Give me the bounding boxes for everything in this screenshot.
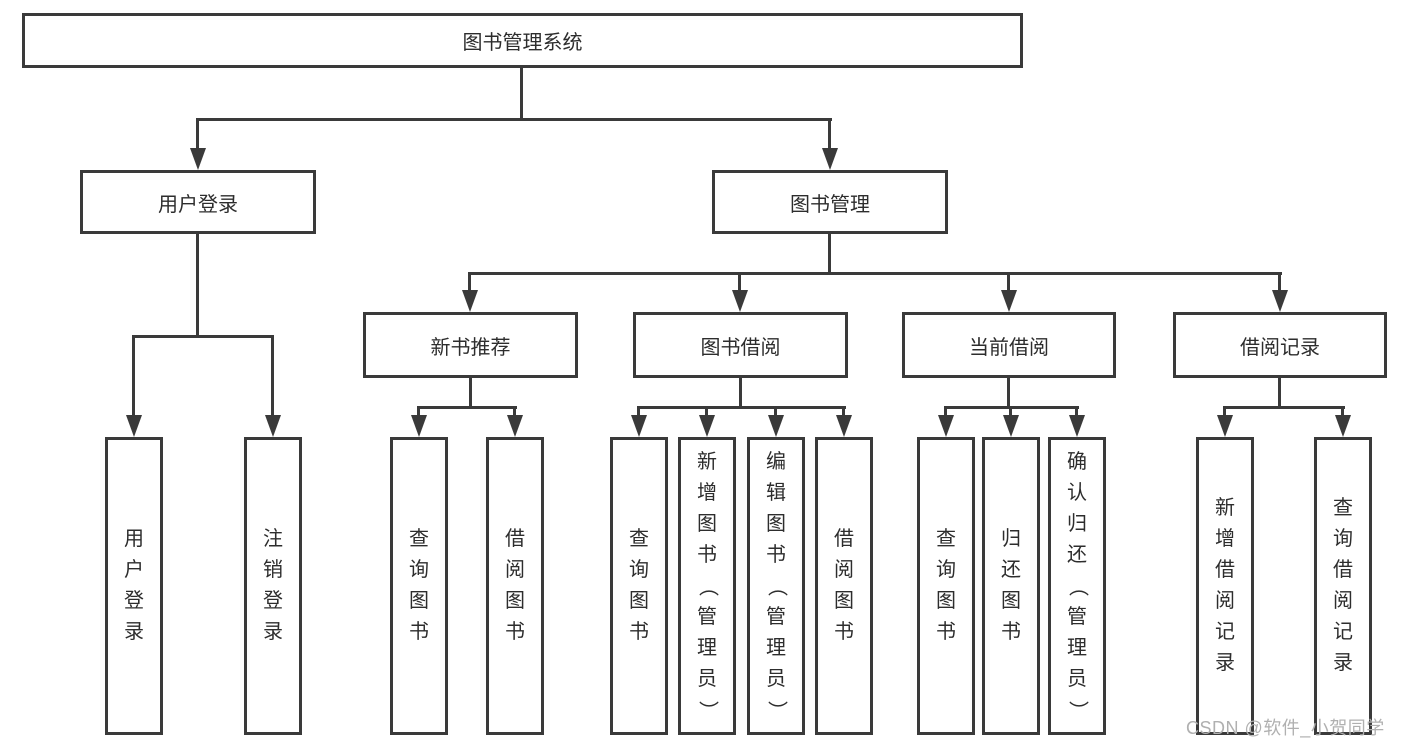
leaf-bb-add-book-admin: 新增图书（管理员） (678, 437, 736, 735)
connector-to-current-borrow (1007, 272, 1010, 292)
node-library-management-system: 图书管理系统 (22, 13, 1023, 68)
connector-to-user-login (196, 118, 199, 151)
arrowhead-down-leaf-user-login (126, 415, 142, 437)
leaf-cb-return-books: 归还图书 (982, 437, 1040, 735)
connector-to-cb-confirm (1075, 406, 1078, 418)
leaf-bb-query-books: 查询图书 (610, 437, 668, 735)
node-borrow-records: 借阅记录 (1173, 312, 1387, 378)
connector-to-cb-return (1009, 406, 1012, 418)
arrowhead-down-leaf-logout (265, 415, 281, 437)
connector-to-leaf-logout (271, 335, 274, 417)
leaf-logout: 注销登录 (244, 437, 302, 735)
arrowhead-down-bb-edit (768, 415, 784, 437)
connector-book-management-stub (828, 234, 831, 275)
connector-user-login-stub (196, 234, 199, 337)
connector-to-borrow-records (1278, 272, 1281, 292)
leaf-bb-edit-book-admin: 编辑图书（管理员） (747, 437, 805, 735)
connector-to-book-management (828, 118, 831, 151)
leaf-nbr-borrow-books: 借阅图书 (486, 437, 544, 735)
leaf-cb-confirm-return-admin: 确认归还（管理员） (1048, 437, 1106, 735)
connector-user-login-hbar (132, 335, 274, 338)
connector-bb-stub (739, 378, 742, 408)
connector-level3-hbar (468, 272, 1282, 275)
connector-to-book-borrow (738, 272, 741, 292)
arrowhead-down-nbr-query (411, 415, 427, 437)
connector-nbr-hbar (417, 406, 517, 409)
connector-to-bb-query (637, 406, 640, 418)
leaf-user-login: 用户登录 (105, 437, 163, 735)
connector-to-cb-query (944, 406, 947, 418)
connector-br-stub (1278, 378, 1281, 408)
leaf-br-add-borrow-record: 新增借阅记录 (1196, 437, 1254, 735)
connector-to-bb-add (705, 406, 708, 418)
connector-to-bb-borrow (842, 406, 845, 418)
arrowhead-down-bb-borrow (836, 415, 852, 437)
connector-to-bb-edit (774, 406, 777, 418)
arrowhead-down-book-borrow (732, 290, 748, 312)
connector-root-stub (520, 68, 523, 121)
connector-br-hbar (1223, 406, 1345, 409)
node-book-management: 图书管理 (712, 170, 948, 234)
connector-to-new-book-recommend (468, 272, 471, 292)
connector-root-hbar (196, 118, 832, 121)
arrowhead-down-br-add (1217, 415, 1233, 437)
node-user-login: 用户登录 (80, 170, 316, 234)
connector-to-br-add (1223, 406, 1226, 418)
arrowhead-down-new-book-recommend (462, 290, 478, 312)
arrowhead-down-user-login (190, 148, 206, 170)
arrowhead-down-current-borrow (1001, 290, 1017, 312)
arrowhead-down-bb-query (631, 415, 647, 437)
arrowhead-down-bb-add (699, 415, 715, 437)
csdn-watermark: CSDN @软件_小贺同学 (1186, 718, 1385, 738)
arrowhead-down-cb-return (1003, 415, 1019, 437)
arrowhead-down-cb-query (938, 415, 954, 437)
connector-to-nbr-query (417, 406, 420, 418)
arrowhead-down-cb-confirm (1069, 415, 1085, 437)
connector-nbr-stub (469, 378, 472, 408)
node-current-borrow: 当前借阅 (902, 312, 1116, 378)
connector-cb-stub (1007, 378, 1010, 408)
arrowhead-down-nbr-borrow (507, 415, 523, 437)
leaf-cb-query-books: 查询图书 (917, 437, 975, 735)
connector-to-br-query (1341, 406, 1344, 418)
arrowhead-down-borrow-records (1272, 290, 1288, 312)
arrowhead-down-br-query (1335, 415, 1351, 437)
connector-bb-hbar (637, 406, 846, 409)
leaf-bb-borrow-books: 借阅图书 (815, 437, 873, 735)
node-new-book-recommend: 新书推荐 (363, 312, 578, 378)
arrowhead-down-book-management (822, 148, 838, 170)
leaf-nbr-query-books: 查询图书 (390, 437, 448, 735)
connector-to-leaf-user-login (132, 335, 135, 417)
node-book-borrow: 图书借阅 (633, 312, 848, 378)
connector-to-nbr-borrow (513, 406, 516, 418)
leaf-br-query-borrow-record: 查询借阅记录 (1314, 437, 1372, 735)
